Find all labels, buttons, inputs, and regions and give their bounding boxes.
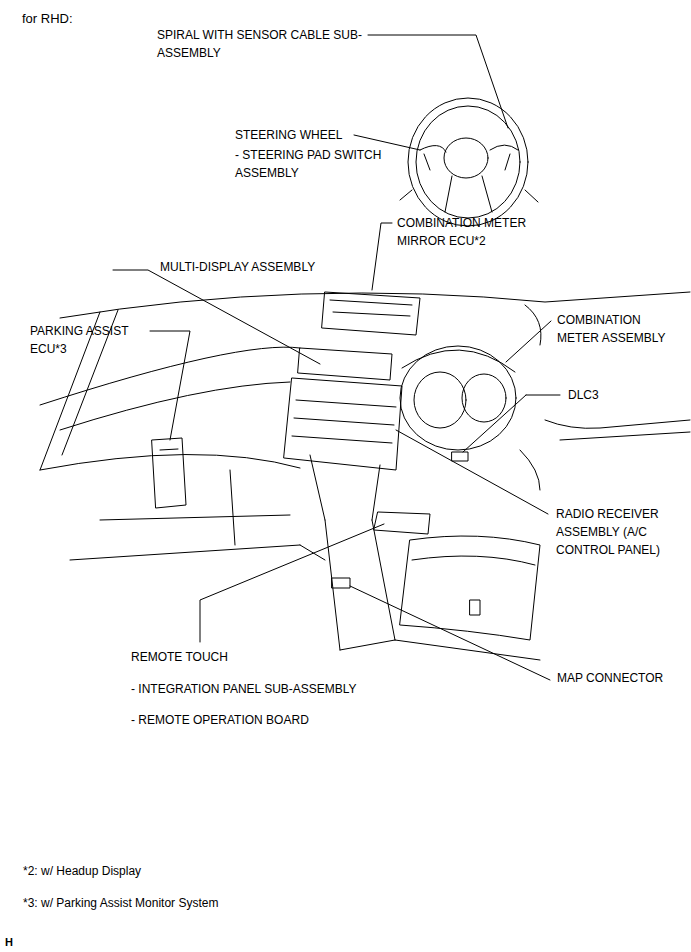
part-name: SPIRAL WITH SENSOR CABLE SUB-ASSEMBLY <box>157 26 372 62</box>
footnote: *3: w/ Parking Assist Monitor System <box>23 894 218 912</box>
footnote: *2: w/ Headup Display <box>23 862 141 880</box>
mirror-ecu-drawing <box>322 292 420 335</box>
page-mark: H <box>5 933 13 951</box>
center-stack-drawing <box>284 348 402 520</box>
part-name: PARKING ASSIST ECU*3 <box>30 322 145 358</box>
part-name: COMBINATION METER ASSEMBLY <box>557 311 682 347</box>
part-name: - STEERING PAD SWITCH ASSEMBLY <box>235 146 410 182</box>
leader-lines <box>113 35 560 680</box>
diagram-title: for RHD: <box>22 10 73 28</box>
part-name: - INTEGRATION PANEL SUB-ASSEMBLY <box>131 680 357 698</box>
part-name: MAP CONNECTOR <box>557 669 663 687</box>
dashboard-drawing <box>40 292 690 560</box>
console-drawing <box>300 512 540 660</box>
dlc3-drawing <box>452 452 468 461</box>
parking-ecu-drawing <box>152 438 186 508</box>
part-name: STEERING WHEEL <box>235 126 342 144</box>
combination-meter-drawing <box>400 346 516 450</box>
part-name: - REMOTE OPERATION BOARD <box>131 711 309 729</box>
part-name: COMBINATION METER MIRROR ECU*2 <box>397 214 557 250</box>
part-name: MULTI-DISPLAY ASSEMBLY <box>160 258 315 276</box>
steering-wheel-drawing <box>400 98 538 226</box>
part-name: REMOTE TOUCH <box>131 648 228 666</box>
part-name: RADIO RECEIVER ASSEMBLY (A/C CONTROL PAN… <box>556 505 681 559</box>
part-name: DLC3 <box>568 386 599 404</box>
